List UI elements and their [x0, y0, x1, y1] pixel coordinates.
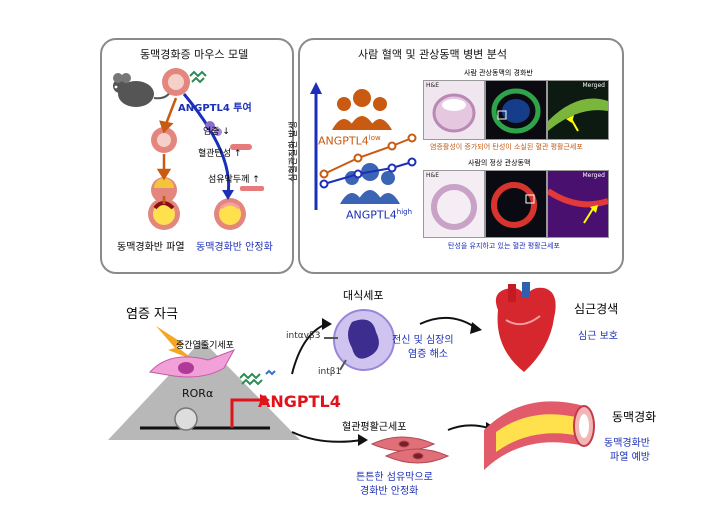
artery-ring-2 — [151, 127, 177, 153]
artery-plaque-rupture — [148, 198, 180, 230]
macrophage-label: 대식세포 — [343, 289, 384, 302]
mesenchymal-cell — [149, 349, 236, 378]
immune-cell-icon — [205, 121, 215, 131]
people-low-icon — [332, 89, 392, 130]
human-analysis-title: 사람 혈액 및 관상동맥 병변 분석 — [358, 48, 508, 61]
integrin-2-label: intβ1 — [318, 367, 342, 377]
nucleus-triangle — [108, 340, 300, 440]
top-row-caption: 사람 관상동맥의 경화반 — [464, 69, 533, 77]
smc-effect-2: 경화반 안정화 — [360, 486, 419, 497]
artery-plaque-stable — [214, 198, 246, 230]
macrophage-icon — [333, 309, 395, 371]
heart-effect: 심근 보호 — [578, 331, 618, 342]
he-image-plaque: H&E — [423, 80, 485, 140]
treatment-label: ANGPTL4 투여 — [178, 103, 252, 114]
mouse-model-title: 동맥경화증 마우스 모델 — [140, 48, 249, 61]
artery-ring-3 — [151, 177, 177, 203]
stimulus-label: 염증 자극 — [126, 307, 178, 322]
integrin-1-label: intαvβ3 — [286, 331, 321, 341]
fiber-icon — [240, 186, 264, 191]
blue-arrow — [182, 93, 234, 200]
protein-structure-icon — [239, 369, 276, 386]
merged-image-plaque: Merged — [547, 80, 609, 140]
protein-icon — [189, 70, 207, 84]
top-row-note: 염증활성이 증가되어 탄성이 소실된 혈관 평활근세포 — [430, 143, 583, 151]
group-high-label: ANGPTL4high — [346, 208, 413, 222]
heart-icon — [495, 282, 556, 372]
effect-fibrous-cap: 섬유막두께 ↑ — [208, 175, 260, 185]
receptor-circle — [174, 407, 198, 431]
risk-graph — [310, 82, 417, 210]
bottom-row-caption: 사람의 정상 관상동맥 — [468, 159, 531, 167]
mesenchymal-cell-label: 중간엽줄기세포 — [176, 341, 234, 351]
macrophage-effect-1: 전신 및 심장의 — [392, 335, 454, 346]
smc-label: 혈관평활근세포 — [342, 422, 407, 433]
effect-inflammation: 염증 ↓ — [203, 127, 230, 137]
orange-arrows — [156, 97, 178, 204]
angptl4-label: ANGPTL4 — [258, 392, 341, 411]
group-low-label: ANGPTL4low — [318, 134, 381, 148]
fluor-image-normal — [485, 170, 547, 238]
receptor-label: RORα — [182, 387, 214, 400]
bottom-row-note: 탄성을 유지하고 있는 혈관 평활근세포 — [448, 242, 560, 250]
smc-cells-icon — [370, 436, 450, 464]
mouse-icon — [113, 73, 173, 107]
effect-elasticity: 혈관탄성 ↑ — [198, 149, 242, 159]
outcome-rupture: 동맥경화반 파열 — [117, 242, 185, 253]
mouse-model-diagram — [113, 68, 264, 230]
smc-icon — [230, 144, 252, 150]
mouse-model-panel — [100, 38, 294, 274]
smc-effect-1: 튼튼한 섬유막으로 — [356, 472, 433, 483]
he-image-normal: H&E — [423, 170, 485, 238]
outcome-stable: 동맥경화반 안정화 — [196, 242, 273, 253]
fluor-image-plaque — [485, 80, 547, 140]
artery-title: 동맥경화 — [612, 410, 657, 424]
mechanism-diagram — [108, 282, 595, 470]
artery-effect-1: 동맥경화반 — [604, 438, 650, 449]
macrophage-effect-2: 염증 해소 — [408, 349, 448, 360]
stimulus-arrow — [156, 326, 194, 360]
artery-ring-1 — [162, 68, 190, 96]
artery-effect-2: 파열 예방 — [610, 452, 650, 463]
merged-image-normal: Merged — [547, 170, 609, 238]
artery-segment-icon — [484, 401, 595, 470]
heart-title: 심근경색 — [574, 302, 619, 316]
y-axis-label: 심혈관질환 발생 — [288, 121, 299, 182]
